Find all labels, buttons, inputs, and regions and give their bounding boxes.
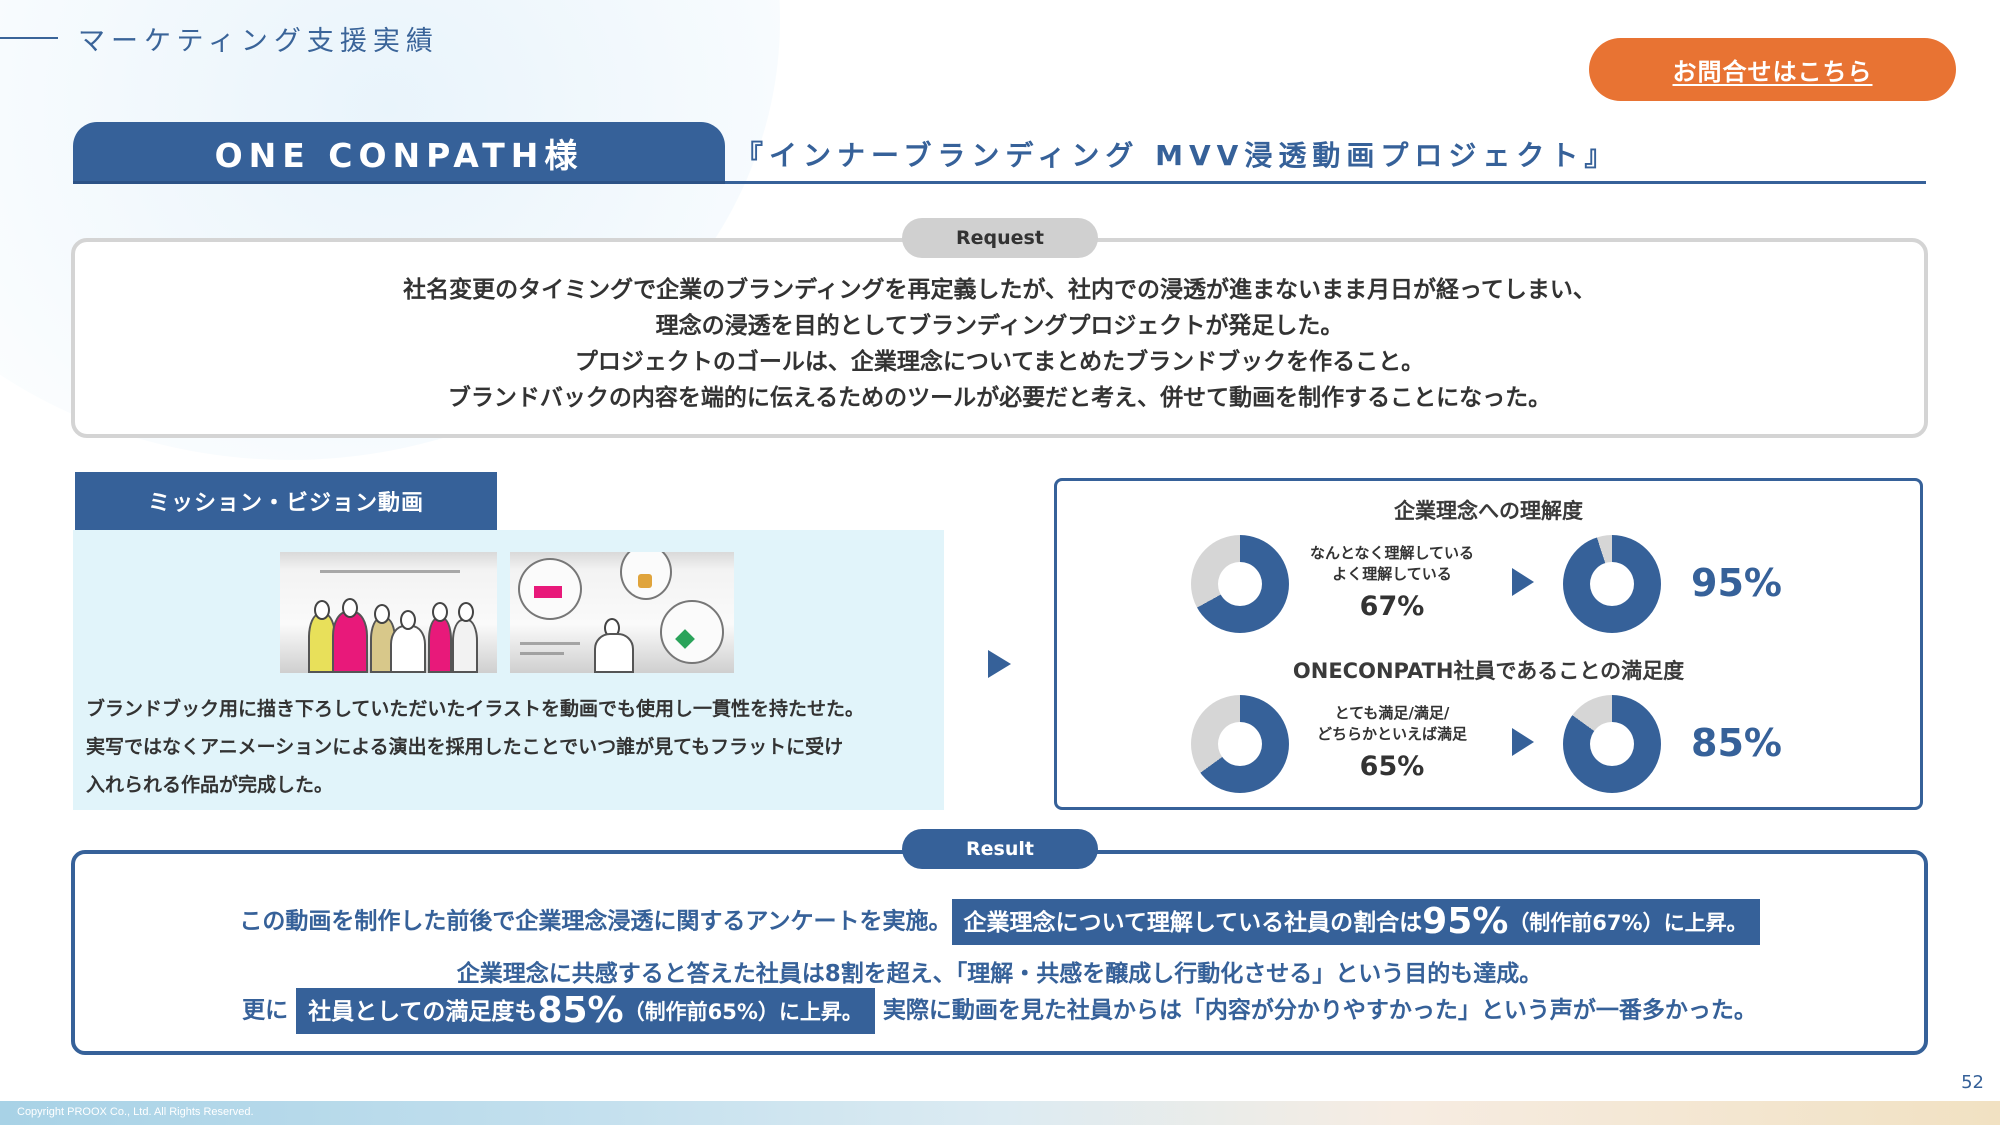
label-line: なんとなく理解している	[1309, 544, 1475, 562]
result-line-1: この動画を制作した前後で企業理念浸透に関するアンケートを実施。企業理念について理…	[75, 899, 1924, 945]
illustration-person	[452, 619, 478, 673]
illustration-person	[594, 633, 634, 673]
mission-description: ブランドブック用に描き下ろしていただいたイラストを動画でも使用し一貫性を持たせた…	[86, 690, 934, 804]
highlight-text: 企業理念について理解している社員の割合は	[963, 910, 1423, 936]
satisfaction-before-value: 65%	[1359, 751, 1425, 782]
title-underline	[725, 181, 1926, 184]
thumbnail-caption	[320, 570, 460, 573]
illustration-head	[342, 598, 358, 618]
illustration-head	[432, 602, 448, 622]
mission-line: 入れられる作品が完成した。	[86, 774, 334, 796]
request-box: 社名変更のタイミングで企業のブランディングを再定義したが、社内での浸透が進まない…	[71, 238, 1928, 438]
contact-button[interactable]: お問合せはこちら	[1589, 38, 1956, 101]
thumbnail-caption	[520, 642, 580, 645]
request-badge: Request	[902, 218, 1098, 258]
illustration-head	[458, 602, 474, 622]
chart-label-satisfaction: とても満足/満足/ どちらかといえば満足	[1292, 703, 1492, 745]
section-heading: マーケティング支援実績	[0, 20, 439, 57]
illustration-accent	[638, 574, 652, 588]
illustration-person	[428, 617, 452, 673]
chart-title-understanding: 企業理念への理解度	[1394, 499, 1583, 523]
highlight-text: （制作前65%）に上昇。	[623, 1000, 863, 1024]
label-line: とても満足/満足/	[1334, 704, 1450, 722]
highlight-percent: 85%	[537, 990, 624, 1031]
result-highlight-satisfaction: 社員としての満足度も85%（制作前65%）に上昇。	[296, 988, 875, 1034]
request-line: 理念の浸透を目的としてブランディングプロジェクトが発足した。	[655, 313, 1344, 339]
request-line: 社名変更のタイミングで企業のブランディングを再定義したが、社内での浸透が進まない…	[403, 277, 1596, 303]
mission-header: ミッション・ビジョン動画	[75, 472, 497, 530]
request-line: ブランドバックの内容を端的に伝えるためのツールが必要だと考え、併せて動画を制作す…	[447, 385, 1552, 411]
highlight-percent: 95%	[1422, 901, 1509, 942]
heading-rule	[0, 37, 58, 39]
request-line: プロジェクトのゴールは、企業理念についてまとめたブランドブックを作ること。	[574, 349, 1425, 375]
result-line-2: 企業理念に共感すると答えた社員は8割を超え、「理解・共感を醸成し行動化させる」と…	[456, 961, 1543, 987]
illustration-head	[400, 610, 416, 630]
thumbnail-caption	[520, 652, 564, 655]
result-text: 更に	[242, 997, 289, 1024]
chart-label-understanding: なんとなく理解している よく理解している	[1292, 543, 1492, 585]
result-line-3: 更に 社員としての満足度も85%（制作前65%）に上昇。 実際に動画を見た社員か…	[75, 988, 1924, 1034]
chart-title-satisfaction: ONECONPATH社員であることの満足度	[1292, 659, 1685, 683]
donut-chart-satisfaction-before	[1191, 695, 1289, 793]
video-thumbnail-group-people	[280, 552, 497, 673]
label-line: よく理解している	[1332, 565, 1452, 583]
highlight-text: （制作前67%）に上昇。	[1508, 911, 1748, 935]
result-text: この動画を制作した前後で企業理念浸透に関するアンケートを実施。	[239, 908, 952, 935]
client-name-tab: ONE CONPATH様	[73, 122, 725, 183]
satisfaction-after-value: 85%	[1691, 721, 1782, 765]
request-text: 社名変更のタイミングで企業のブランディングを再定義したが、社内での浸透が進まない…	[75, 272, 1924, 416]
understanding-before-value: 67%	[1359, 591, 1425, 622]
highlight-text: 社員としての満足度も	[308, 999, 538, 1025]
illustration-accent	[534, 586, 562, 598]
survey-results-box: 企業理念への理解度 なんとなく理解している よく理解している 67% 95% O…	[1054, 478, 1923, 810]
triangle-arrow-right-icon	[1512, 568, 1534, 596]
triangle-arrow-right-icon	[988, 650, 1011, 678]
result-highlight-understanding: 企業理念について理解している社員の割合は95%（制作前67%）に上昇。	[951, 899, 1760, 945]
page-number: 52	[1961, 1072, 1984, 1093]
mission-line: ブランドブック用に描き下ろしていただいたイラストを動画でも使用し一貫性を持たせた…	[86, 698, 865, 720]
mission-line: 実写ではなくアニメーションによる演出を採用したことでいつ誰が見てもフラットに受け	[86, 736, 844, 758]
project-title: 『インナーブランディング MVV浸透動画プロジェクト』	[735, 139, 1619, 172]
illustration-head	[374, 604, 390, 624]
understanding-after-value: 95%	[1691, 561, 1782, 605]
footer-bar: Copyright PROOX Co., Ltd. All Rights Res…	[0, 1101, 2000, 1125]
illustration-person	[390, 625, 426, 673]
donut-chart-satisfaction-after	[1563, 695, 1661, 793]
tab-underline	[73, 181, 725, 184]
section-title: マーケティング支援実績	[78, 25, 439, 57]
video-thumbnail-speech-bubbles	[510, 552, 734, 673]
donut-chart-understanding-after	[1563, 535, 1661, 633]
illustration-person	[332, 611, 368, 673]
result-box: この動画を制作した前後で企業理念浸透に関するアンケートを実施。企業理念について理…	[71, 850, 1928, 1055]
donut-chart-understanding-before	[1191, 535, 1289, 633]
label-line: どちらかといえば満足	[1316, 725, 1467, 743]
copyright: Copyright PROOX Co., Ltd. All Rights Res…	[17, 1106, 254, 1118]
triangle-arrow-right-icon	[1512, 728, 1534, 756]
result-text: 実際に動画を見た社員からは「内容が分かりやすかった」という声が一番多かった。	[882, 997, 1757, 1024]
speech-bubble	[660, 600, 724, 664]
result-badge: Result	[902, 829, 1098, 869]
illustration-head	[314, 600, 330, 620]
mission-panel: ブランドブック用に描き下ろしていただいたイラストを動画でも使用し一貫性を持たせた…	[73, 530, 944, 810]
